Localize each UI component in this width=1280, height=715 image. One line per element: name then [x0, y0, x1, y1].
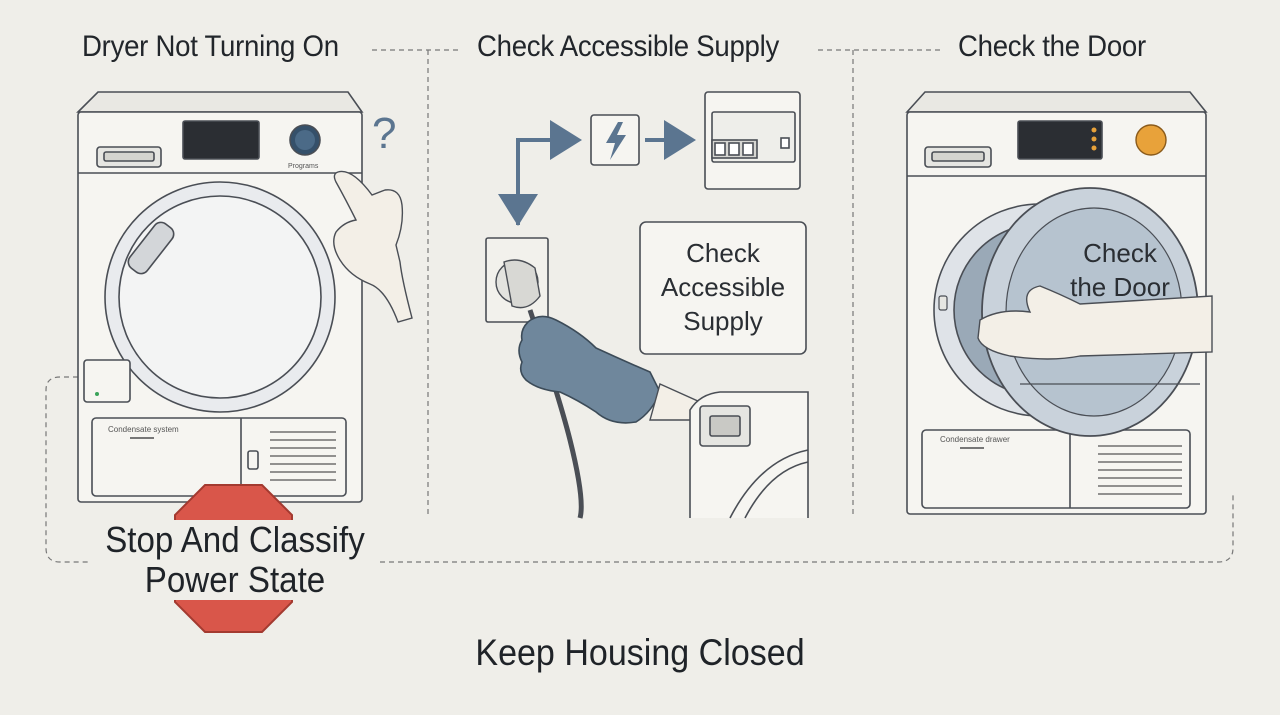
supply-arrows — [498, 120, 696, 226]
dryer-left-vents — [270, 431, 336, 481]
supply-callout-line3: Supply — [683, 306, 763, 336]
dryer-left-program-label: Programs — [288, 163, 319, 170]
footer-instruction: Keep Housing Closed — [475, 632, 805, 673]
lightning-icon — [606, 122, 626, 160]
door-callout-text: Check the Door — [1060, 236, 1180, 304]
step-title-check-accessible-supply: Check Accessible Supply — [477, 30, 780, 63]
breaker-panel — [704, 91, 801, 190]
stop-sign-line1: Stop And Classify — [105, 519, 365, 560]
appliance-corner — [689, 391, 809, 519]
door-callout-line2: the Door — [1070, 272, 1170, 302]
supply-callout-line2: Accessible — [660, 272, 786, 302]
step-title-check-the-door: Check the Door — [958, 30, 1146, 63]
panel-dividers — [372, 49, 940, 515]
dashed-connector — [45, 376, 1234, 563]
pointing-hand-icon — [333, 170, 413, 323]
dryer-left — [76, 91, 364, 503]
stop-sign-line2: Power State — [144, 559, 326, 600]
step-title-dryer-not-turning-on: Dryer Not Turning On — [82, 30, 339, 63]
supply-callout-box — [639, 221, 807, 355]
plug-icon — [503, 259, 541, 309]
dryer-right-leds — [1091, 127, 1097, 151]
door-hand-icon — [977, 285, 1213, 360]
dryer-right-vents — [1098, 445, 1182, 495]
gloved-hand-icon — [518, 315, 661, 424]
stop-sign-text: Stop And Classify Power State — [102, 520, 369, 600]
dryer-right-panel-label: Condensate drawer — [940, 435, 1010, 444]
stop-sign-label-bg — [96, 520, 374, 600]
door-callout-line1: Check — [1083, 238, 1157, 268]
supply-callout-text: Check Accessible Supply — [640, 236, 806, 338]
supply-callout-line1: Check — [686, 238, 760, 268]
question-mark-icon: ? — [372, 109, 396, 158]
dryer-left-panel-label: Condensate system — [108, 425, 179, 434]
dryer-right-knob — [1135, 124, 1167, 156]
